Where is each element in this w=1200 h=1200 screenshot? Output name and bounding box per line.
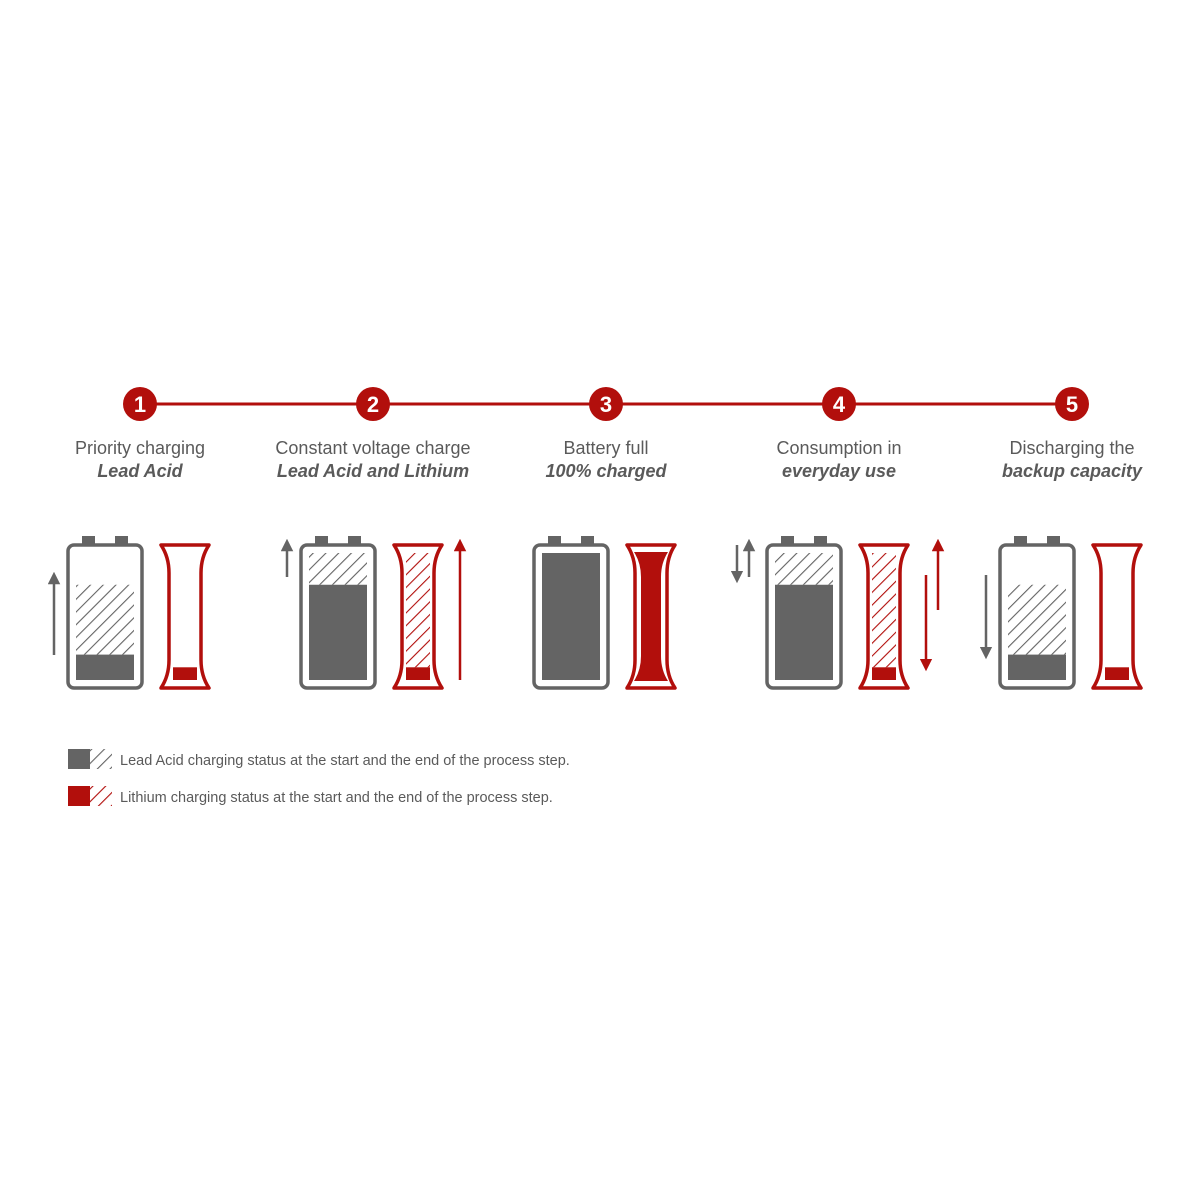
lead-acid-charge-level [76,654,134,680]
lithium-battery [858,543,910,690]
lead-acid-terminal [814,536,827,546]
step-subtitle: Lead Acid and Lithium [277,461,469,481]
lead-acid-charge-added [1008,584,1066,655]
lead-acid-battery [66,536,144,690]
lead-acid-terminal [348,536,361,546]
lead-acid-battery [998,536,1076,690]
lithium-charge-level [634,552,668,681]
lithium-body [1091,543,1143,690]
lead-acid-charge-added [775,553,833,585]
lithium-body [159,543,211,690]
lead-acid-terminal [581,536,594,546]
lead-acid-terminal [781,536,794,546]
lead-acid-terminal [315,536,328,546]
step-title: Battery full [563,438,648,458]
lithium-charge-added [406,553,430,668]
lead-acid-charge-level [1008,654,1066,680]
step-subtitle: everyday use [782,461,896,481]
lead-acid-terminal [1014,536,1027,546]
legend-swatch-solid [68,749,90,769]
step-number-circle [356,387,390,421]
lithium-charge-added [872,553,896,668]
step-number: 3 [600,392,612,417]
step-number-circle [822,387,856,421]
lead-acid-terminal [1047,536,1060,546]
step-subtitle: backup capacity [1002,461,1143,481]
step-title: Consumption in [776,438,901,458]
lead-acid-charge-level [775,584,833,680]
legend: Lead Acid charging status at the start a… [68,749,570,806]
step-title: Constant voltage charge [275,438,470,458]
lead-acid-charge-level [542,553,600,680]
lithium-battery [392,543,444,690]
step-subtitle: 100% charged [545,461,667,481]
lithium-battery [159,543,211,690]
lead-acid-battery [765,536,843,690]
lithium-charge-level [872,667,896,680]
step-number-circle [123,387,157,421]
lead-acid-battery [299,536,377,690]
lead-acid-terminal [548,536,561,546]
lithium-charge-level [406,667,430,680]
lead-acid-terminal [115,536,128,546]
lithium-charge-level [1105,667,1129,680]
lead-acid-charge-added [76,584,134,655]
step-number-circle [1055,387,1089,421]
step-title: Discharging the [1009,438,1134,458]
lithium-battery [1091,543,1143,690]
step-subtitle: Lead Acid [97,461,183,481]
lithium-battery [625,543,677,690]
legend-swatch-solid [68,786,90,806]
step-number: 2 [367,392,379,417]
step-number: 4 [833,392,846,417]
legend-item-lead-acid: Lead Acid charging status at the start a… [68,749,570,769]
lead-acid-terminal [82,536,95,546]
step-number: 5 [1066,392,1078,417]
legend-swatch-hatched [90,786,112,806]
lithium-charge-level [173,667,197,680]
legend-text: Lead Acid charging status at the start a… [120,753,570,769]
legend-text: Lithium charging status at the start and… [120,790,553,806]
lead-acid-charge-added [309,553,367,585]
step-number: 1 [134,392,146,417]
step-title: Priority charging [75,438,205,458]
legend-item-lithium: Lithium charging status at the start and… [68,786,553,806]
legend-swatch-hatched [90,749,112,769]
lead-acid-charge-level [309,584,367,680]
step-number-circle [589,387,623,421]
lead-acid-battery [532,536,610,690]
